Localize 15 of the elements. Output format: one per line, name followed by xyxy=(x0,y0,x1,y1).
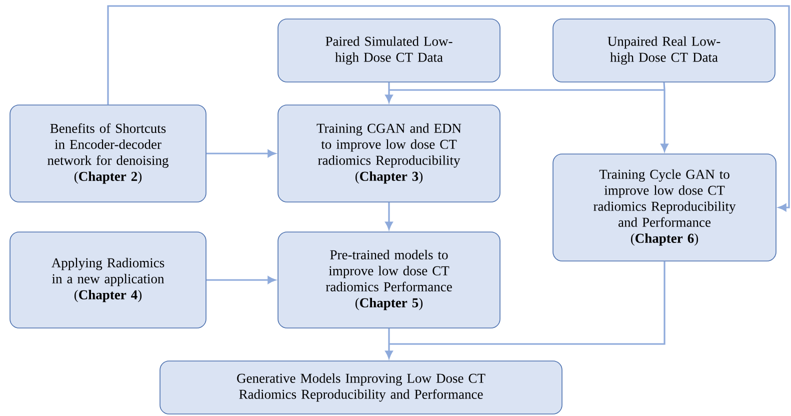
process-box: Pre-trained models to improve low dose CT radiomics Performance (Chapter 5) xyxy=(278,232,500,328)
process-box: Training CGAN and EDN to improve low dose CT radiomics Reproducibility (Chapter 3) xyxy=(278,104,500,202)
arrow xyxy=(660,90,668,152)
arrow xyxy=(206,276,276,284)
arrow xyxy=(385,202,393,230)
process-box: Applying Radiomics in a new application (Chapter 4) xyxy=(10,232,206,328)
process-box: Training Cycle GAN to improve low dose CT radiomics Reproducibility and Performance (Chapter 6) xyxy=(552,154,776,262)
process-box: Unpaired Real Low-high Dose CT Data xyxy=(552,18,776,82)
process-box: Generative Models Improving Low Dose CT Radiomics Reproducibility and Performance xyxy=(160,360,562,414)
arrow xyxy=(385,90,393,103)
process-box: Benefits of Shortcuts in Encoder-decoder network for denoising (Chapter 2) xyxy=(10,104,206,202)
arrow xyxy=(206,150,276,158)
process-box: Paired Simulated Low-high Dose CT Data xyxy=(278,18,500,82)
arrow xyxy=(385,344,393,359)
arrow xyxy=(107,5,790,212)
